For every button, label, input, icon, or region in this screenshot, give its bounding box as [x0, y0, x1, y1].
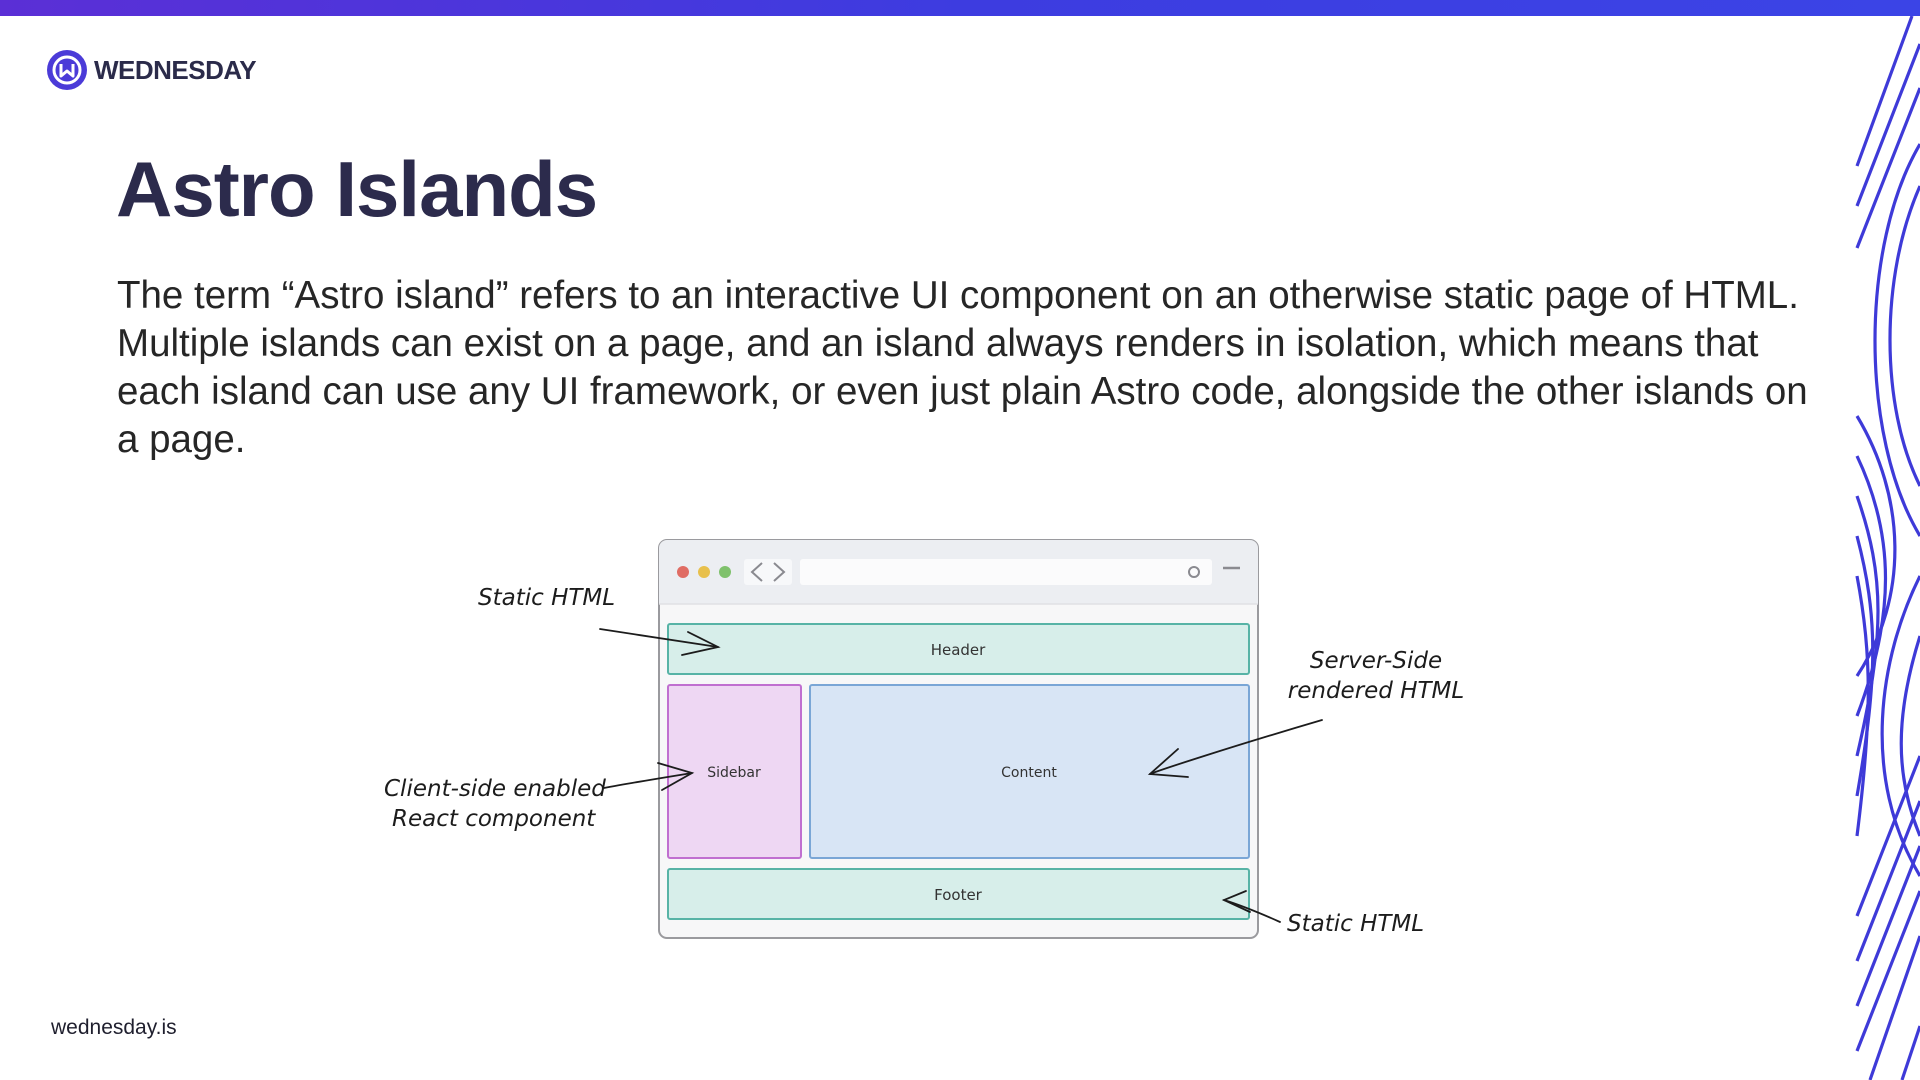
annotation-static-html-top: Static HTML: [478, 585, 615, 611]
close-dot-icon: [677, 566, 689, 578]
slide-body: The term “Astro island” refers to an int…: [117, 274, 1808, 461]
footer-label: Footer: [934, 886, 983, 904]
content-region: [809, 684, 1250, 859]
brand-name: WEDNESDAY: [94, 54, 257, 85]
header-label: Header: [931, 641, 986, 659]
decorative-waves: [1855, 16, 1920, 1080]
sidebar-label: Sidebar: [707, 765, 761, 781]
footer-url: wednesday.is: [51, 1016, 177, 1039]
astro-islands-diagram: Header Sidebar Content Footer Static HTM…: [384, 539, 1464, 939]
brand-logo: WEDNESDAY: [47, 50, 257, 90]
annotation-client-side-line1: Client-side enabled: [384, 776, 606, 802]
footer-region: [667, 868, 1250, 920]
maximize-dot-icon: [719, 566, 731, 578]
sidebar-region: [667, 684, 802, 859]
content-label: Content: [1001, 765, 1057, 781]
annotation-static-html-bottom: Static HTML: [1287, 911, 1424, 937]
annotation-server-side-line2: rendered HTML: [1288, 678, 1464, 704]
reload-icon: [1188, 566, 1200, 578]
header-region: [667, 623, 1250, 675]
minimize-dot-icon: [698, 566, 710, 578]
wednesday-logo-icon: [47, 50, 87, 90]
annotation-server-side-line1: Server-Side: [1310, 648, 1442, 674]
forward-arrow-icon: [773, 562, 786, 582]
annotation-arrows: [599, 628, 1323, 923]
top-accent-bar: [0, 0, 1920, 16]
slide-title: Astro Islands: [116, 145, 598, 233]
nav-buttons: [744, 559, 792, 585]
address-bar: [800, 559, 1212, 585]
back-arrow-icon: [750, 562, 763, 582]
annotation-client-side-line2: React component: [392, 806, 596, 832]
